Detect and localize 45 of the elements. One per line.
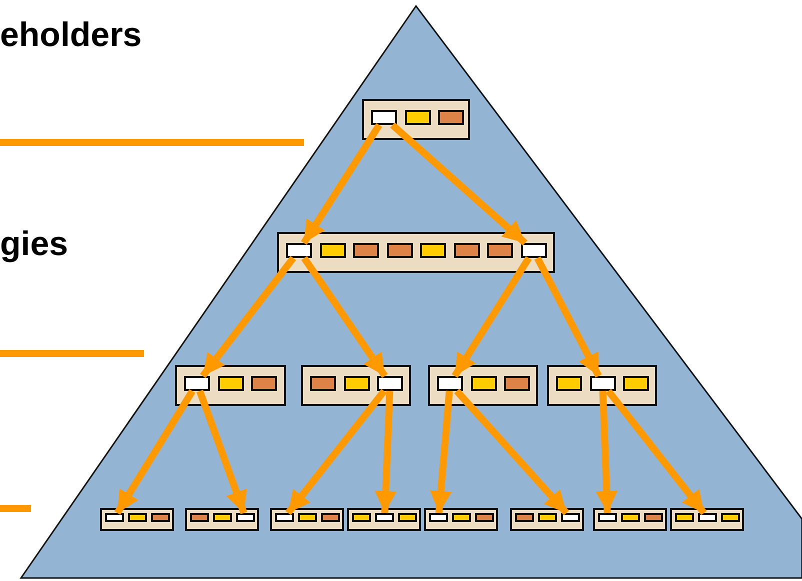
arrow — [196, 390, 248, 514]
arrow — [534, 256, 602, 378]
slot-block — [520, 243, 546, 258]
level-card — [175, 365, 286, 406]
arrow — [300, 123, 382, 245]
slot-block — [375, 513, 394, 522]
arrow — [606, 388, 707, 516]
arrow — [596, 390, 618, 514]
slot-block — [590, 376, 616, 391]
slot-block — [437, 376, 463, 391]
level-card — [362, 99, 470, 140]
slot-block — [105, 513, 124, 522]
heading-text: gies — [0, 224, 68, 264]
level-card — [593, 508, 667, 531]
level-card — [100, 508, 174, 531]
arrow — [454, 388, 570, 516]
level-card — [301, 365, 411, 406]
arrow — [114, 389, 196, 515]
arrow — [452, 256, 532, 378]
heading-text: eholders — [0, 15, 142, 55]
level-card — [185, 508, 259, 531]
slot-block — [377, 376, 403, 391]
slot-block — [236, 513, 255, 522]
arrow — [301, 256, 388, 378]
level-card — [428, 365, 538, 406]
arrow — [374, 390, 397, 514]
level-card — [670, 508, 744, 531]
slot-block — [371, 110, 397, 125]
slot-block — [698, 513, 717, 522]
level-card — [547, 365, 657, 406]
level-card — [270, 508, 344, 531]
arrow — [285, 388, 387, 516]
slot-block — [286, 243, 312, 258]
slot-block — [184, 376, 210, 391]
arrow — [430, 390, 453, 514]
level-card — [277, 232, 555, 273]
slot-block — [429, 513, 448, 522]
level-card — [510, 508, 584, 531]
arrow — [200, 256, 296, 378]
arrow — [390, 122, 528, 246]
level-card — [424, 508, 498, 531]
slot-block — [561, 513, 580, 522]
slot-block — [275, 513, 294, 522]
slot-block — [598, 513, 617, 522]
level-card — [347, 508, 421, 531]
